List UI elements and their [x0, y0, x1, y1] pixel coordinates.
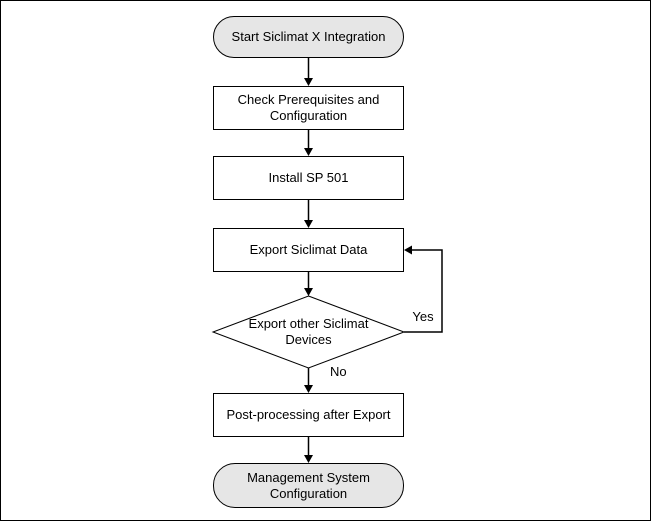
node-export-other-devices: Export other Siclimat Devices [248, 313, 369, 351]
node-install-sp501-label: Install SP 501 [268, 170, 349, 186]
node-post-processing-label: Post-processing after Export [226, 407, 391, 423]
arrow-decision-to-post [304, 368, 313, 393]
node-management-config: Management System Configuration [213, 463, 404, 508]
node-start: Start Siclimat X Integration [213, 16, 404, 58]
arrow-post-to-end [304, 437, 313, 463]
arrow-decision-loop-to-export [404, 245, 443, 333]
arrow-export-to-decision [304, 272, 313, 296]
arrow-start-to-check [304, 58, 313, 86]
edge-label-no: No [330, 364, 347, 379]
edge-label-yes: Yes [412, 309, 434, 324]
arrow-check-to-install [304, 130, 313, 156]
node-install-sp501: Install SP 501 [213, 156, 404, 200]
arrow-install-to-export [304, 200, 313, 228]
node-management-config-label: Management System Configuration [247, 469, 370, 501]
node-post-processing: Post-processing after Export [213, 393, 404, 437]
node-check-prerequisites-label: Check Prerequisites and Configuration [237, 92, 380, 123]
node-export-data-label: Export Siclimat Data [249, 242, 368, 258]
node-export-other-devices-label: Export other Siclimat Devices [248, 316, 369, 347]
node-start-label: Start Siclimat X Integration [231, 29, 386, 45]
node-export-data: Export Siclimat Data [213, 228, 404, 272]
node-check-prerequisites: Check Prerequisites and Configuration [213, 86, 404, 130]
